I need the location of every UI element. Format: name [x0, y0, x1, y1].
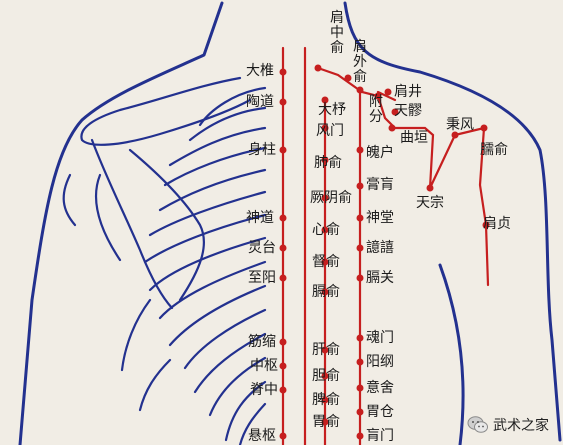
label-jinsuo: 筋缩 [248, 334, 276, 350]
label-fengmen: 风门 [316, 123, 344, 139]
label-yishe: 意舍 [366, 380, 394, 396]
label-zhiyang: 至阳 [248, 270, 276, 286]
small-intestine-line [316, 66, 490, 287]
label-geshu: 膈俞 [312, 284, 340, 300]
watermark: 武术之家 [467, 414, 549, 436]
body-outline [18, 1, 562, 445]
label-jianwaishu: 肩外俞 [353, 39, 367, 85]
label-quyuan: 曲垣 [400, 130, 428, 146]
label-feishu: 肺俞 [314, 155, 342, 171]
label-pishu: 脾俞 [312, 392, 340, 408]
label-jueyinshu: 厥阴俞 [310, 190, 352, 206]
label-taodao: 陶道 [246, 94, 274, 110]
label-hunmen: 魂门 [366, 330, 394, 346]
wechat-icon [467, 416, 488, 433]
label-naoshu: 臑俞 [480, 142, 508, 158]
label-zhongshu: 中枢 [250, 358, 278, 374]
label-ganshu: 肝俞 [312, 342, 340, 358]
label-danshu: 胆俞 [312, 368, 340, 384]
label-shendao: 神道 [246, 210, 274, 226]
label-jianzhen: 肩贞 [483, 216, 511, 232]
skeleton-lines [62, 76, 267, 445]
label-shentang: 神堂 [366, 210, 394, 226]
label-tianzong: 天宗 [416, 195, 444, 211]
label-pohu: 魄户 [366, 145, 394, 161]
label-weishu: 胃俞 [312, 414, 340, 430]
label-xuanshu: 悬枢 [248, 428, 276, 444]
label-geguan: 膈关 [366, 270, 394, 286]
label-xinshu: 心俞 [312, 222, 340, 238]
label-yixi: 譩譆 [366, 240, 394, 256]
label-shenzhu: 身柱 [248, 142, 276, 158]
label-jianjing: 肩井 [394, 84, 422, 100]
label-weicang: 胃仓 [366, 404, 394, 420]
label-fufen: 附分 [369, 94, 383, 125]
label-jizhong: 脊中 [250, 382, 278, 398]
watermark-text: 武术之家 [493, 418, 549, 434]
label-lingtai: 灵台 [248, 240, 276, 256]
label-dazhu: 大杼 [318, 102, 346, 118]
label-dazhui: 大椎 [246, 63, 274, 79]
label-dushu: 督俞 [312, 254, 340, 270]
label-bingfeng: 秉风 [446, 117, 474, 133]
label-jianzhongshu: 肩中俞 [330, 10, 344, 56]
label-tianliao: 天髎 [394, 103, 422, 119]
label-huangmen: 肓门 [366, 428, 394, 444]
acupoint-dots [279, 64, 490, 440]
label-yanggang: 阳纲 [366, 354, 394, 370]
label-gaohuang: 膏肓 [366, 177, 394, 193]
